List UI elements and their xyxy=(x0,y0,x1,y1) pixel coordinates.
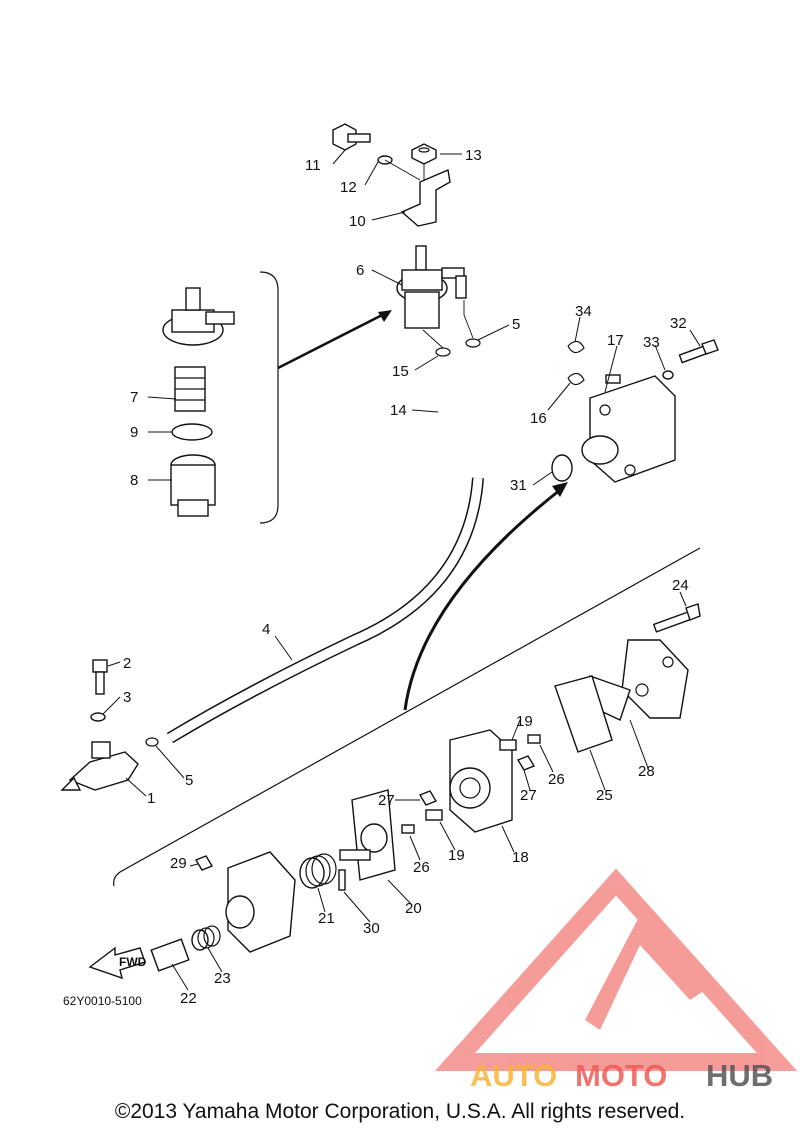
callout-20: 20 xyxy=(405,900,422,917)
callout-17: 17 xyxy=(607,332,624,349)
o-ring-31 xyxy=(551,454,573,482)
svg-text:MOTO: MOTO xyxy=(575,1058,667,1093)
callout-9: 9 xyxy=(130,424,138,441)
callout-29: 29 xyxy=(170,855,187,872)
copyright-notice: ©2013 Yamaha Motor Corporation, U.S.A. A… xyxy=(114,1100,686,1123)
washer-33 xyxy=(662,370,674,380)
callout-7: 7 xyxy=(130,389,138,406)
fwd-arrow: FWD xyxy=(88,946,147,980)
callout-4: 4 xyxy=(262,621,270,638)
callout-28: 28 xyxy=(638,763,655,780)
callout-27b: 27 xyxy=(378,792,395,809)
callout-8: 8 xyxy=(130,472,138,489)
fuel-joint-1 xyxy=(60,741,139,791)
callout-24: 24 xyxy=(672,577,689,594)
callout-26a: 26 xyxy=(548,771,565,788)
pump-cover-28 xyxy=(621,639,689,719)
gasket-25 xyxy=(554,675,613,753)
callout-14: 14 xyxy=(390,402,407,419)
pin-30 xyxy=(338,869,346,891)
pump-base-body xyxy=(225,851,296,953)
callout-34: 34 xyxy=(575,303,592,320)
screw-32 xyxy=(678,339,719,364)
callout-32: 32 xyxy=(670,315,687,332)
callout-19b: 19 xyxy=(448,847,465,864)
callout-18: 18 xyxy=(512,849,529,866)
diaphragm-rod-20 xyxy=(339,823,388,861)
callout-21: 21 xyxy=(318,910,335,927)
callout-22: 22 xyxy=(180,990,197,1007)
filter-bracket xyxy=(259,271,279,524)
fuel-pump-17 xyxy=(581,374,676,483)
callout-16: 16 xyxy=(530,410,547,427)
callout-5b: 5 xyxy=(185,772,193,789)
screws-26 xyxy=(401,734,541,834)
callout-2: 2 xyxy=(123,655,131,672)
callout-6: 6 xyxy=(356,262,364,279)
clip-5 xyxy=(465,338,481,348)
callout-31: 31 xyxy=(510,477,527,494)
screw-2 xyxy=(92,659,108,695)
callout-15: 15 xyxy=(392,363,409,380)
clip-34 xyxy=(567,340,585,354)
bolt-11 xyxy=(332,123,371,151)
o-ring-9 xyxy=(171,423,213,441)
callout-27a: 27 xyxy=(520,787,537,804)
detail-arrow xyxy=(277,311,387,370)
nuts-27 xyxy=(418,755,536,806)
bracket-10 xyxy=(400,169,451,227)
watermark-text: AUTO MOTO HUB xyxy=(470,1058,773,1093)
screw-24 xyxy=(652,603,701,633)
filter-element xyxy=(174,366,206,412)
clip-16 xyxy=(567,372,585,386)
callout-12: 12 xyxy=(340,179,357,196)
callout-1: 1 xyxy=(147,790,155,807)
fuel-filter-6 xyxy=(396,245,467,329)
callout-19a: 19 xyxy=(516,713,533,730)
callout-10: 10 xyxy=(349,213,366,230)
callout-11: 11 xyxy=(305,157,321,174)
callout-3: 3 xyxy=(123,689,131,706)
callout-25: 25 xyxy=(596,787,613,804)
drawing-code: 62Y0010-5100 xyxy=(63,994,142,1008)
watermark-logo xyxy=(434,868,798,1071)
clip-15 xyxy=(435,347,451,357)
section-divider xyxy=(113,547,701,887)
nut-13 xyxy=(411,143,437,165)
filter-cup xyxy=(170,454,216,517)
callout-26b: 26 xyxy=(413,859,430,876)
svg-text:HUB: HUB xyxy=(706,1058,773,1093)
clip-5b xyxy=(145,737,159,747)
svg-text:AUTO: AUTO xyxy=(470,1058,557,1093)
spring-21 xyxy=(299,853,337,889)
filter-cup-top xyxy=(162,287,235,346)
assembly-arrow xyxy=(403,488,561,711)
spring-23 xyxy=(191,925,221,951)
callout-30: 30 xyxy=(363,920,380,937)
pump-body-18 xyxy=(449,729,513,833)
callout-13: 13 xyxy=(465,147,482,164)
check-valves-19 xyxy=(425,739,517,821)
callout-33: 33 xyxy=(643,334,660,351)
plunger-22 xyxy=(150,938,190,972)
hose-4 xyxy=(166,477,484,744)
callout-23: 23 xyxy=(214,970,231,987)
svg-text:FWD: FWD xyxy=(119,955,147,969)
washer-3 xyxy=(90,712,106,722)
callout-5a: 5 xyxy=(512,316,520,333)
nut-29 xyxy=(194,855,214,871)
callout-labels: 11 12 13 10 6 15 5 14 34 16 17 33 32 31 … xyxy=(123,147,689,1007)
